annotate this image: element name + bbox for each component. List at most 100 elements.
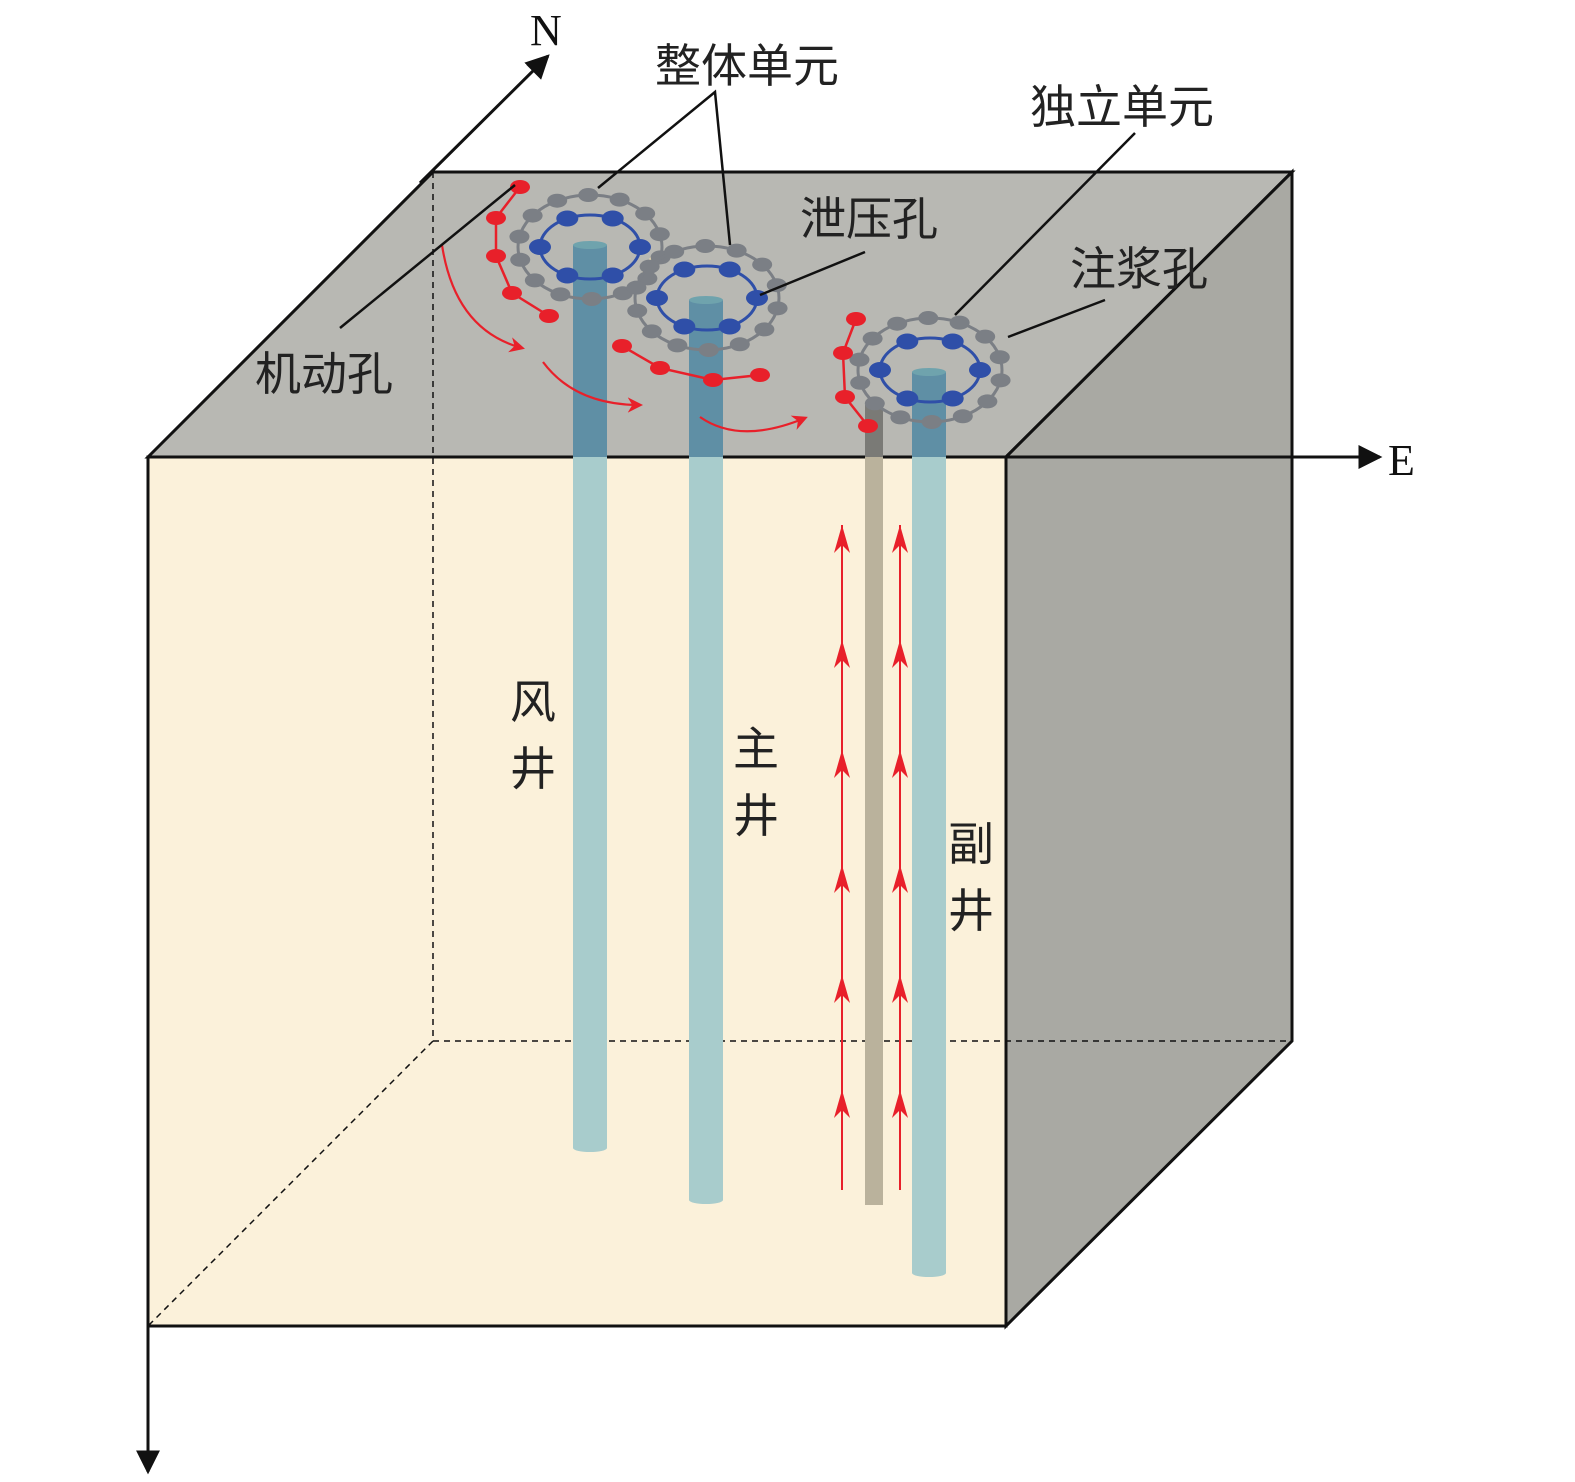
grouting-hole — [524, 273, 545, 288]
grouting-hole — [890, 410, 911, 425]
north-label: N — [530, 6, 562, 55]
auxiliary-shaft-label-1: 副 — [948, 817, 994, 871]
leader-lines — [339, 89, 1136, 339]
relief-hole — [629, 239, 651, 255]
relief-hole — [896, 333, 919, 350]
grouting-hole — [626, 280, 647, 295]
seepage-arrows — [834, 525, 908, 1190]
ventilation-shaft-bottom — [573, 1144, 607, 1152]
grouting-hole — [667, 338, 688, 353]
mobile-hole — [835, 390, 855, 404]
relief-hole-label: 泄压孔 — [800, 192, 938, 246]
mobile-hole — [858, 419, 878, 433]
ventilation-shaft-top — [573, 241, 607, 249]
mobile-hole — [703, 373, 723, 387]
grouting-hole — [550, 287, 571, 302]
grouting-hole — [578, 188, 599, 203]
flow-arrow-icon — [699, 415, 808, 433]
independent-unit-ring — [849, 311, 1011, 429]
grouting-hole — [664, 244, 685, 259]
grouting-hole — [509, 229, 530, 244]
relief-hole — [941, 333, 964, 350]
mobile-hole — [650, 361, 670, 375]
auxiliary-shaft-top-section — [912, 372, 946, 457]
auxiliary-shaft-bottom — [912, 1269, 946, 1277]
mobile-hole-label: 机动孔 — [255, 347, 393, 401]
up-arrow-icon — [892, 975, 908, 1003]
grouting-hole — [949, 315, 970, 330]
mobile-hole-arc — [841, 318, 869, 427]
grouting-hole — [975, 329, 996, 344]
mobile-hole — [612, 339, 632, 353]
grouting-hole — [698, 342, 719, 357]
grouting-hole — [547, 193, 568, 208]
grouting-hole — [952, 409, 973, 424]
whole-unit-label: 整体单元 — [655, 39, 839, 93]
main-shaft-top — [689, 296, 723, 304]
grouting-hole — [729, 337, 750, 352]
grouting-hole — [639, 259, 660, 274]
ventilation-shaft-label-1: 风 — [510, 675, 556, 729]
ventilation-shaft-label-2: 井 — [510, 742, 556, 796]
pipe — [865, 405, 883, 1205]
main-shaft — [689, 457, 723, 1200]
grouting-hole — [754, 322, 775, 337]
grouting-hole — [977, 394, 998, 409]
grouting-hole — [695, 239, 716, 254]
up-arrow-icon — [892, 1090, 908, 1118]
relief-hole — [869, 362, 891, 378]
grouting-hole — [850, 375, 871, 390]
mobile-hole — [833, 346, 853, 360]
main-shaft-bottom — [689, 1196, 723, 1204]
mobile-hole-arc — [621, 344, 761, 382]
grouting-hole — [635, 206, 656, 221]
auxiliary-shaft — [912, 457, 946, 1273]
grouting-hole — [510, 252, 531, 267]
relief-hole — [673, 261, 696, 278]
mobile-hole — [486, 211, 506, 225]
mobile-hole — [486, 249, 506, 263]
relief-hole — [556, 210, 579, 227]
flow-arrow-icon — [542, 361, 644, 413]
relief-hole — [969, 362, 991, 378]
up-arrow-icon — [892, 750, 908, 778]
main-shaft-label-1: 主 — [733, 722, 779, 776]
grouting-hole — [990, 373, 1011, 388]
grouting-hole — [921, 414, 942, 429]
grouting-hole — [726, 243, 747, 258]
independent-unit-label: 独立单元 — [1030, 80, 1214, 134]
grouting-hole — [641, 324, 662, 339]
grouting-hole — [864, 396, 885, 411]
grouting-hole — [581, 291, 602, 306]
relief-hole — [556, 267, 579, 284]
grouting-hole — [849, 352, 870, 367]
mobile-hole — [510, 180, 530, 194]
up-arrow-icon — [834, 525, 850, 553]
grouting-hole — [766, 278, 787, 293]
grouting-hole — [627, 303, 648, 318]
relief-hole — [941, 390, 964, 407]
relief-hole — [529, 239, 551, 255]
up-arrow-icon — [892, 525, 908, 553]
grouting-hole — [609, 192, 630, 207]
mobile-hole — [539, 309, 559, 323]
relief-hole — [896, 390, 919, 407]
grouting-hole — [862, 331, 883, 346]
relief-hole — [601, 210, 624, 227]
north-axis — [418, 54, 550, 185]
whole-unit-ring-1 — [509, 188, 671, 306]
grouting-hole — [918, 311, 939, 326]
relief-hole — [673, 318, 696, 335]
grouting-hole — [887, 316, 908, 331]
east-label: E — [1388, 436, 1415, 485]
relief-hole — [718, 261, 741, 278]
auxiliary-shaft-label-2: 井 — [948, 884, 994, 938]
relief-hole — [601, 267, 624, 284]
mobile-hole — [502, 286, 522, 300]
up-arrow-icon — [834, 1090, 850, 1118]
ventilation-shaft — [573, 457, 607, 1148]
flow-arrow-icon — [440, 244, 525, 353]
whole-unit-ring-2 — [626, 239, 788, 357]
up-arrow-icon — [834, 640, 850, 668]
